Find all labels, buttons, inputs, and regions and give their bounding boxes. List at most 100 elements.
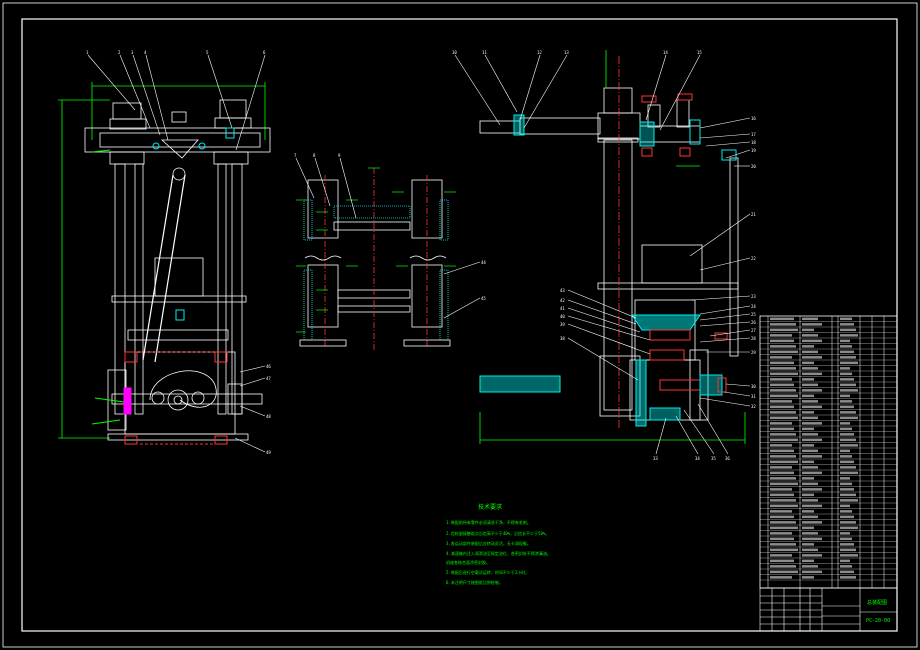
parts-cell-text	[770, 477, 796, 480]
parts-cell-text	[802, 455, 822, 458]
callout-6: 6	[263, 50, 266, 55]
parts-cell-text	[802, 532, 818, 535]
callout-21: 21	[751, 212, 756, 217]
parts-cell-text	[802, 317, 818, 321]
parts-cell-text	[770, 345, 796, 348]
callout-9: 9	[338, 153, 341, 158]
parts-cell-text	[802, 504, 822, 508]
parts-cell-text	[840, 378, 854, 381]
parts-cell-text	[770, 372, 798, 376]
parts-cell-text	[840, 444, 858, 447]
parts-cell-text	[802, 378, 814, 381]
parts-cell-text	[840, 339, 850, 343]
middle-dim-ticks	[296, 167, 456, 333]
callout-20: 20	[751, 164, 756, 169]
callout-32: 32	[751, 404, 756, 409]
parts-cell-text	[770, 405, 794, 409]
parts-cell-text	[770, 565, 796, 568]
parts-cell-text	[802, 389, 822, 392]
parts-cell-text	[802, 438, 822, 442]
middle-callouts	[295, 157, 481, 319]
callout-11: 11	[482, 50, 487, 55]
callout-23: 23	[751, 294, 756, 299]
parts-cell-text	[840, 455, 852, 458]
parts-cell-text	[840, 482, 852, 486]
middle-callout-labels: 7 8 9 44 45	[294, 153, 486, 301]
parts-cell-text	[840, 345, 852, 348]
callout-35: 35	[711, 456, 716, 461]
parts-cell-text	[802, 328, 814, 332]
right-callout-labels: 10 11 12 13 14 15 16 17 18 19 20 21 22 2…	[452, 50, 756, 461]
parts-cell-text	[770, 548, 798, 552]
callout-46: 46	[266, 364, 271, 369]
callout-10: 10	[452, 50, 457, 55]
parts-cell-text	[770, 532, 792, 535]
callout-22: 22	[751, 256, 756, 261]
left-view-colored-parts	[91, 127, 235, 445]
parts-cell-text	[840, 323, 854, 326]
title-block	[759, 587, 898, 632]
parts-cell-text	[840, 537, 852, 541]
callout-41: 41	[560, 306, 565, 311]
callout-27: 27	[751, 328, 756, 333]
parts-cell-text	[770, 471, 794, 475]
parts-cell-text	[840, 488, 854, 491]
parts-cell-text	[840, 317, 852, 321]
tech-note-7: 6.未注明尺寸按图纸比例绘制。	[446, 579, 503, 585]
parts-cell-text	[802, 477, 814, 480]
parts-cell-text	[770, 444, 792, 447]
parts-cell-text	[840, 422, 850, 425]
parts-cell-text	[802, 554, 822, 557]
parts-cell-text	[770, 576, 792, 579]
callout-19: 19	[751, 148, 756, 153]
parts-cell-text	[770, 455, 796, 458]
parts-cell-text	[802, 499, 818, 502]
right-colored-parts	[479, 93, 737, 427]
callout-16: 16	[751, 116, 756, 121]
parts-cell-text	[770, 521, 796, 524]
callout-15: 15	[697, 50, 702, 55]
parts-cell-text	[840, 548, 856, 552]
callout-39: 39	[560, 322, 565, 327]
parts-cell-text	[840, 493, 856, 497]
parts-cell-text	[802, 334, 818, 337]
parts-cell-text	[770, 328, 798, 332]
tech-title: 技术要求	[478, 503, 502, 511]
parts-cell-text	[770, 543, 796, 546]
parts-cell-text	[802, 323, 822, 326]
parts-cell-text	[840, 532, 850, 535]
parts-cell-text	[770, 466, 792, 469]
parts-cell-text	[802, 565, 818, 568]
parts-cell-text	[802, 493, 814, 497]
parts-cell-text	[770, 422, 792, 425]
parts-cell-text	[802, 548, 818, 552]
parts-cell-text	[802, 471, 822, 475]
callout-8: 8	[313, 153, 316, 158]
parts-cell-text	[770, 438, 798, 442]
parts-cell-text	[840, 394, 850, 398]
parts-cell-text	[840, 383, 856, 387]
callout-34: 34	[695, 456, 700, 461]
parts-cell-text	[802, 405, 822, 409]
tech-note-5: 机座各结合面涂密封胶。	[446, 559, 490, 565]
parts-cell-text	[840, 510, 852, 513]
parts-cell-text	[770, 499, 796, 502]
parts-cell-text	[802, 537, 822, 541]
parts-cell-text	[770, 570, 798, 574]
parts-cell-text	[840, 559, 850, 563]
parts-cell-text	[770, 559, 794, 563]
parts-cell-text	[802, 383, 818, 387]
parts-cell-text	[770, 361, 794, 365]
callout-49: 49	[266, 450, 271, 455]
parts-cell-text	[802, 345, 814, 348]
callout-4: 4	[144, 50, 147, 55]
parts-cell-text	[802, 400, 818, 403]
parts-cell-text	[802, 576, 814, 579]
callout-7: 7	[294, 153, 297, 158]
parts-cell-text	[802, 460, 814, 464]
parts-cell-text	[840, 477, 850, 480]
parts-cell-text	[770, 411, 796, 414]
drawing-name: 总装配图	[867, 599, 887, 606]
